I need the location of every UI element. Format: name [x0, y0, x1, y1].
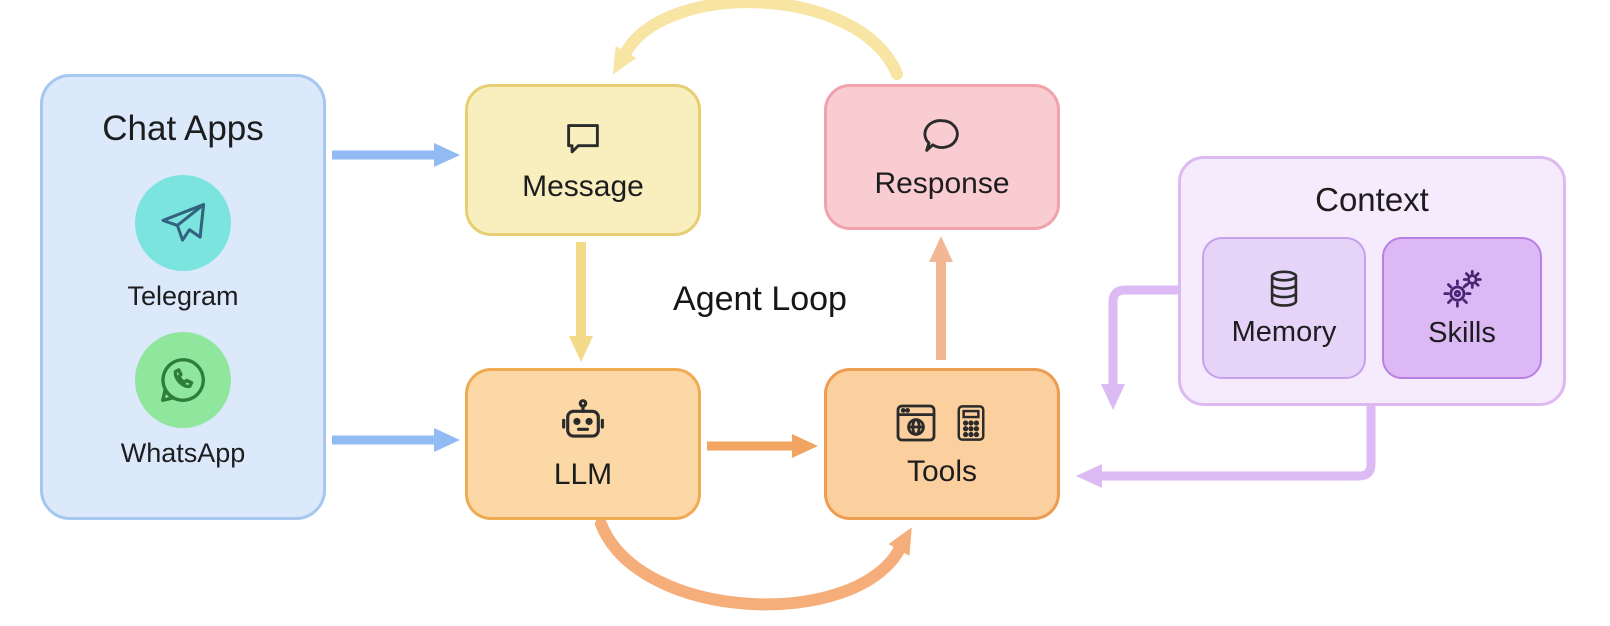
telegram-badge	[135, 175, 231, 271]
memory-node: Memory	[1202, 237, 1366, 379]
context-panel: Context Memory Skills	[1178, 156, 1566, 406]
telegram-icon	[161, 203, 206, 242]
calculator-icon	[957, 405, 985, 441]
tools-node: Tools	[824, 368, 1060, 520]
agent-loop-title: Agent Loop	[673, 280, 847, 318]
response-node: Response	[824, 84, 1060, 230]
memory-label: Memory	[1231, 315, 1337, 348]
arrow-response-to-message-arc	[612, 0, 903, 80]
robot-icon	[562, 399, 604, 438]
arrow-context-to-tools-down	[1101, 285, 1178, 410]
whatsapp-badge	[135, 332, 231, 428]
whatsapp-icon	[161, 358, 205, 402]
skills-label: Skills	[1428, 316, 1496, 349]
speech-bubble-square-icon	[567, 124, 599, 154]
database-icon	[1270, 270, 1298, 307]
chat-apps-panel: Chat Apps Telegram WhatsApp	[40, 74, 326, 520]
telegram-label: Telegram	[127, 281, 239, 311]
llm-node: LLM	[465, 368, 701, 520]
context-children: Memory Skills	[1202, 237, 1542, 379]
browser-globe-icon	[896, 404, 936, 442]
context-title: Context	[1315, 181, 1429, 218]
message-label: Message	[522, 170, 644, 203]
whatsapp-label: WhatsApp	[120, 438, 246, 468]
arrow-llm-to-tools-arc	[595, 518, 912, 611]
gears-icon	[1443, 269, 1482, 308]
speech-bubble-round-icon	[923, 119, 959, 152]
tools-icons	[892, 399, 992, 447]
chat-apps-title: Chat Apps	[102, 109, 264, 148]
message-node: Message	[465, 84, 701, 236]
arrow-context-to-tools-left	[1076, 406, 1376, 488]
skills-node: Skills	[1382, 237, 1542, 379]
tools-label: Tools	[906, 455, 978, 488]
response-label: Response	[874, 167, 1010, 200]
llm-label: LLM	[553, 458, 613, 491]
